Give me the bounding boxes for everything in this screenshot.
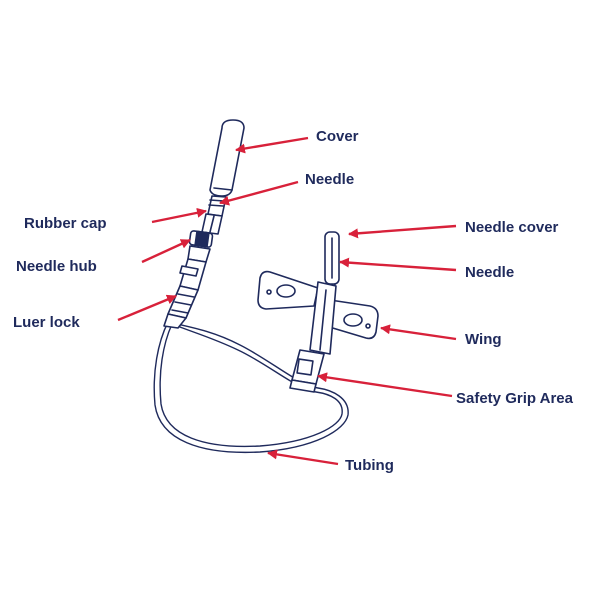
- tubing-loop: [153, 321, 349, 454]
- device-illustration: [153, 119, 379, 454]
- arrow-tubing: [267, 449, 339, 466]
- arrow-needle-hub: [141, 238, 191, 264]
- needle-hub-shape: [187, 230, 214, 263]
- label-safety-grip-area: Safety Grip Area: [456, 390, 574, 407]
- arrow-wing: [380, 324, 457, 341]
- label-needle-left: Needle: [305, 171, 354, 188]
- label-luer-lock: Luer lock: [13, 314, 80, 331]
- cover-shape: [209, 119, 245, 197]
- label-wing: Wing: [465, 331, 502, 348]
- arrow-needle-cover: [348, 224, 457, 239]
- arrow-safety-grip-area: [317, 372, 453, 398]
- label-needle-cover: Needle cover: [465, 219, 559, 236]
- safety-grip-shape: [289, 281, 337, 393]
- arrow-luer-lock: [117, 294, 177, 322]
- label-needle-hub: Needle hub: [16, 258, 97, 275]
- labels: Cover Needle Rubber cap Needle hub Luer …: [13, 128, 574, 474]
- wings-shape: [257, 270, 379, 340]
- label-cover: Cover: [316, 128, 359, 145]
- arrow-needle-right: [339, 257, 457, 272]
- luer-lock-shape: [163, 258, 207, 329]
- arrow-cover: [235, 136, 309, 154]
- needle-cover-shape: [324, 231, 340, 285]
- arrow-rubber-cap: [151, 207, 207, 224]
- needle-left-shape: [207, 195, 227, 217]
- label-needle-right: Needle: [465, 264, 514, 281]
- callout-arrows: [117, 136, 457, 466]
- arrow-needle-left: [219, 180, 299, 206]
- rubber-cap-shape: [201, 213, 223, 235]
- label-rubber-cap: Rubber cap: [24, 215, 107, 232]
- label-tubing: Tubing: [345, 457, 394, 474]
